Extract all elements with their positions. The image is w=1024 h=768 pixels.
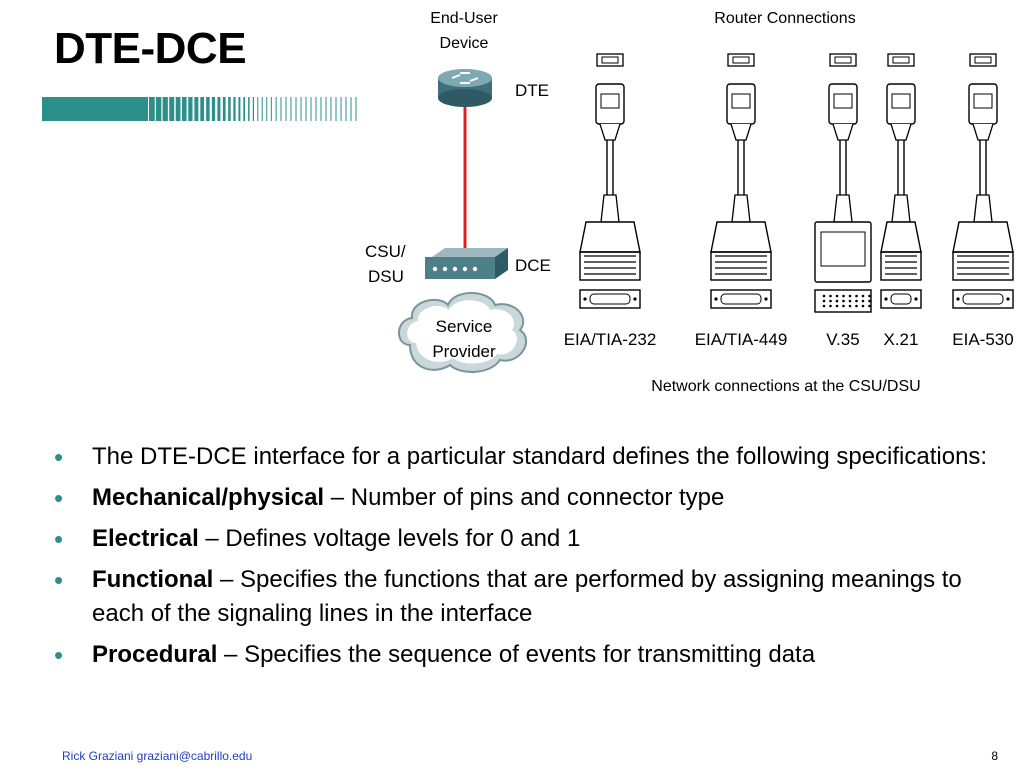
- dte-dce-diagram: End-User Device Router Connections DTE C…: [365, 10, 1014, 395]
- bullet-term: Functional: [92, 566, 214, 593]
- bullet-item: • Mechanical/physical – Number of pins an…: [48, 481, 988, 515]
- connector-1: EIA/TIA-232: [564, 53, 657, 349]
- connector-label: V.35: [826, 330, 859, 349]
- router-connections-label: Router Connections: [714, 10, 855, 27]
- bullet-item: • Electrical – Defines voltage levels for…: [48, 522, 988, 556]
- end-user-label-line1: End-User: [430, 10, 498, 27]
- bullet-icon: •: [54, 442, 64, 472]
- router-icon: [438, 69, 492, 107]
- bullet-text: The DTE-DCE interface for a particular s…: [92, 443, 988, 470]
- bullet-item: • Functional – Specifies the functions th…: [48, 563, 988, 631]
- end-user-label-line2: Device: [440, 35, 489, 52]
- bullet-icon: •: [54, 565, 64, 595]
- cloud-label-line2: Provider: [432, 342, 496, 361]
- page-number: 8: [991, 749, 998, 763]
- connector-label: EIA/TIA-449: [695, 330, 788, 349]
- connections-caption: Network connections at the CSU/DSU: [651, 378, 920, 395]
- bullet-term: Electrical: [92, 525, 199, 552]
- connector-5: EIA-530: [952, 53, 1014, 349]
- bullet-icon: •: [54, 483, 64, 513]
- cloud-label-line1: Service: [436, 317, 493, 336]
- connector-label: X.21: [884, 330, 919, 349]
- bullet-icon: •: [54, 524, 64, 554]
- bullet-icon: •: [54, 640, 64, 670]
- bullet-text: – Specifies the sequence of events for t…: [217, 641, 816, 668]
- bullet-list: • The DTE-DCE interface for a particular …: [48, 440, 988, 679]
- service-provider-cloud-icon: [398, 292, 527, 373]
- dte-label: DTE: [515, 81, 549, 100]
- connector-label: EIA/TIA-232: [564, 330, 657, 349]
- footer-author: Rick Graziani graziani@cabrillo.edu: [62, 749, 253, 763]
- csu-dsu-icon: [425, 248, 508, 279]
- dce-label: DCE: [515, 256, 551, 275]
- bullet-item: • Procedural – Specifies the sequence of …: [48, 638, 988, 672]
- bullet-item: • The DTE-DCE interface for a particular …: [48, 440, 988, 474]
- csu-label-line2: DSU: [368, 267, 404, 286]
- csu-label-line1: CSU/: [365, 242, 406, 261]
- connector-4: X.21: [880, 53, 922, 349]
- bullet-term: Mechanical/physical: [92, 484, 325, 511]
- bullet-text: – Specifies the functions that are perfo…: [92, 566, 962, 627]
- bullet-term: Procedural: [92, 641, 218, 668]
- decorative-barcode-strip: [42, 97, 357, 121]
- bullet-text: – Number of pins and connector type: [324, 484, 725, 511]
- connector-3: V.35: [814, 53, 872, 349]
- bullet-text: – Defines voltage levels for 0 and 1: [198, 525, 581, 552]
- slide-title: DTE-DCE: [54, 24, 247, 73]
- connector-2: EIA/TIA-449: [695, 53, 788, 349]
- connector-label: EIA-530: [952, 330, 1013, 349]
